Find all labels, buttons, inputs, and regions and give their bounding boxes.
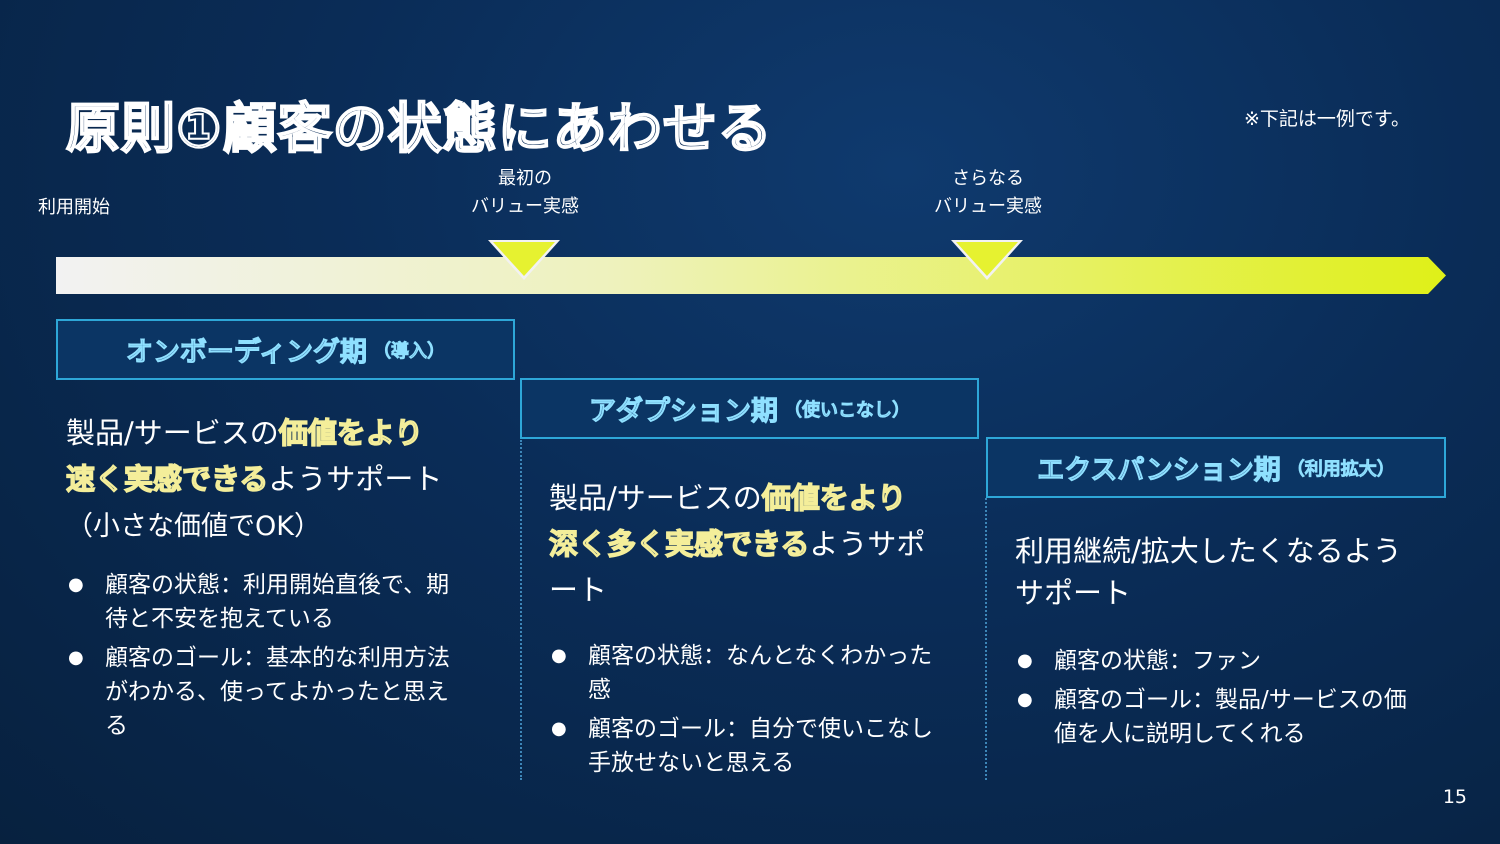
phase-adoption-header: アダプション期 （使いこなし） xyxy=(520,378,979,439)
timeline-start-label: 利用開始 xyxy=(38,197,110,218)
onboarding-lead-highlight-2: 速く実感できる xyxy=(65,461,269,496)
page-title: 原則①顧客の状態にあわせる xyxy=(65,96,773,161)
phase-expansion-name: エクスパンション期 xyxy=(1037,455,1282,487)
adoption-lead: 製品/サービスの価値をより 深く多く実感できるようサポート xyxy=(548,475,949,613)
column-divider-1 xyxy=(520,440,522,780)
example-note: ※下記は一例です。 xyxy=(1244,108,1411,130)
list-item: 顧客の状態：ファン xyxy=(1015,644,1425,678)
timeline-further-value-label: さらなる バリュー実感 xyxy=(918,165,1058,221)
adoption-lead-text: 製品/サービスの xyxy=(549,481,762,515)
list-item: 顧客のゴール：製品/サービスの価値を人に説明してくれる xyxy=(1015,683,1425,751)
column-divider-2 xyxy=(985,498,987,780)
phase-onboarding-header: オンボーディング期 （導入） xyxy=(56,319,515,380)
phase-adoption-name: アダプション期 xyxy=(589,396,779,428)
phase-onboarding-sub: （導入） xyxy=(373,340,446,362)
onboarding-bullets: 顧客の状態：利用開始直後で、期待と不安を抱えている 顧客のゴール：基本的な利用方… xyxy=(66,568,466,743)
timeline-arrow-bar xyxy=(56,257,1446,294)
first-value-marker-fill xyxy=(493,242,555,276)
page-number: 15 xyxy=(1442,786,1467,808)
phase-onboarding-name: オンボーディング期 xyxy=(125,337,368,369)
list-item: 顧客のゴール：基本的な利用方法がわかる、使ってよかったと思える xyxy=(66,641,466,743)
list-item: 顧客の状態：利用開始直後で、期待と不安を抱えている xyxy=(66,568,466,636)
onboarding-lead-text-3: （小さな価値でOK） xyxy=(66,511,321,542)
adoption-lead-text-2: ようサポート xyxy=(549,527,926,607)
phase-adoption-sub: （使いこなし） xyxy=(784,399,911,421)
timeline-further-value-line1: さらなる xyxy=(952,168,1024,189)
onboarding-lead: 製品/サービスの価値をより 速く実感できるようサポート （小さな価値でOK） xyxy=(65,410,496,550)
timeline-further-value-line2: バリュー実感 xyxy=(934,196,1042,217)
expansion-content: 利用継続/拡大したくなるようサポート 顧客の状態：ファン 顧客のゴール：製品/サ… xyxy=(1015,530,1425,756)
adoption-lead-highlight-2: 深く多く実感できる xyxy=(548,526,810,561)
list-item: 顧客の状態：なんとなくわかった感 xyxy=(549,639,944,707)
adoption-content: 製品/サービスの価値をより 深く多く実感できるようサポート 顧客の状態：なんとな… xyxy=(548,475,949,785)
timeline-first-value-line2: バリュー実感 xyxy=(471,196,579,217)
phase-expansion-sub: （利用拡大） xyxy=(1286,458,1395,480)
phase-expansion-header: エクスパンション期 （利用拡大） xyxy=(986,437,1446,498)
further-value-marker-fill xyxy=(956,242,1018,276)
onboarding-lead-highlight-1: 価値をより xyxy=(278,415,424,450)
expansion-lead: 利用継続/拡大したくなるようサポート xyxy=(1015,534,1402,610)
onboarding-lead-text: 製品/サービスの xyxy=(66,416,279,450)
expansion-bullets: 顧客の状態：ファン 顧客のゴール：製品/サービスの価値を人に説明してくれる xyxy=(1015,644,1425,751)
adoption-bullets: 顧客の状態：なんとなくわかった感 顧客のゴール：自分で使いこなし手放せないと思え… xyxy=(549,639,944,780)
onboarding-content: 製品/サービスの価値をより 速く実感できるようサポート （小さな価値でOK） 顧… xyxy=(65,410,496,748)
list-item: 顧客のゴール：自分で使いこなし手放せないと思える xyxy=(549,712,944,780)
timeline-first-value-line1: 最初の xyxy=(498,168,552,189)
timeline-first-value-label: 最初の バリュー実感 xyxy=(455,165,595,221)
adoption-lead-highlight-1: 価値をより xyxy=(761,480,907,515)
onboarding-lead-text-2: ようサポート xyxy=(268,462,443,496)
